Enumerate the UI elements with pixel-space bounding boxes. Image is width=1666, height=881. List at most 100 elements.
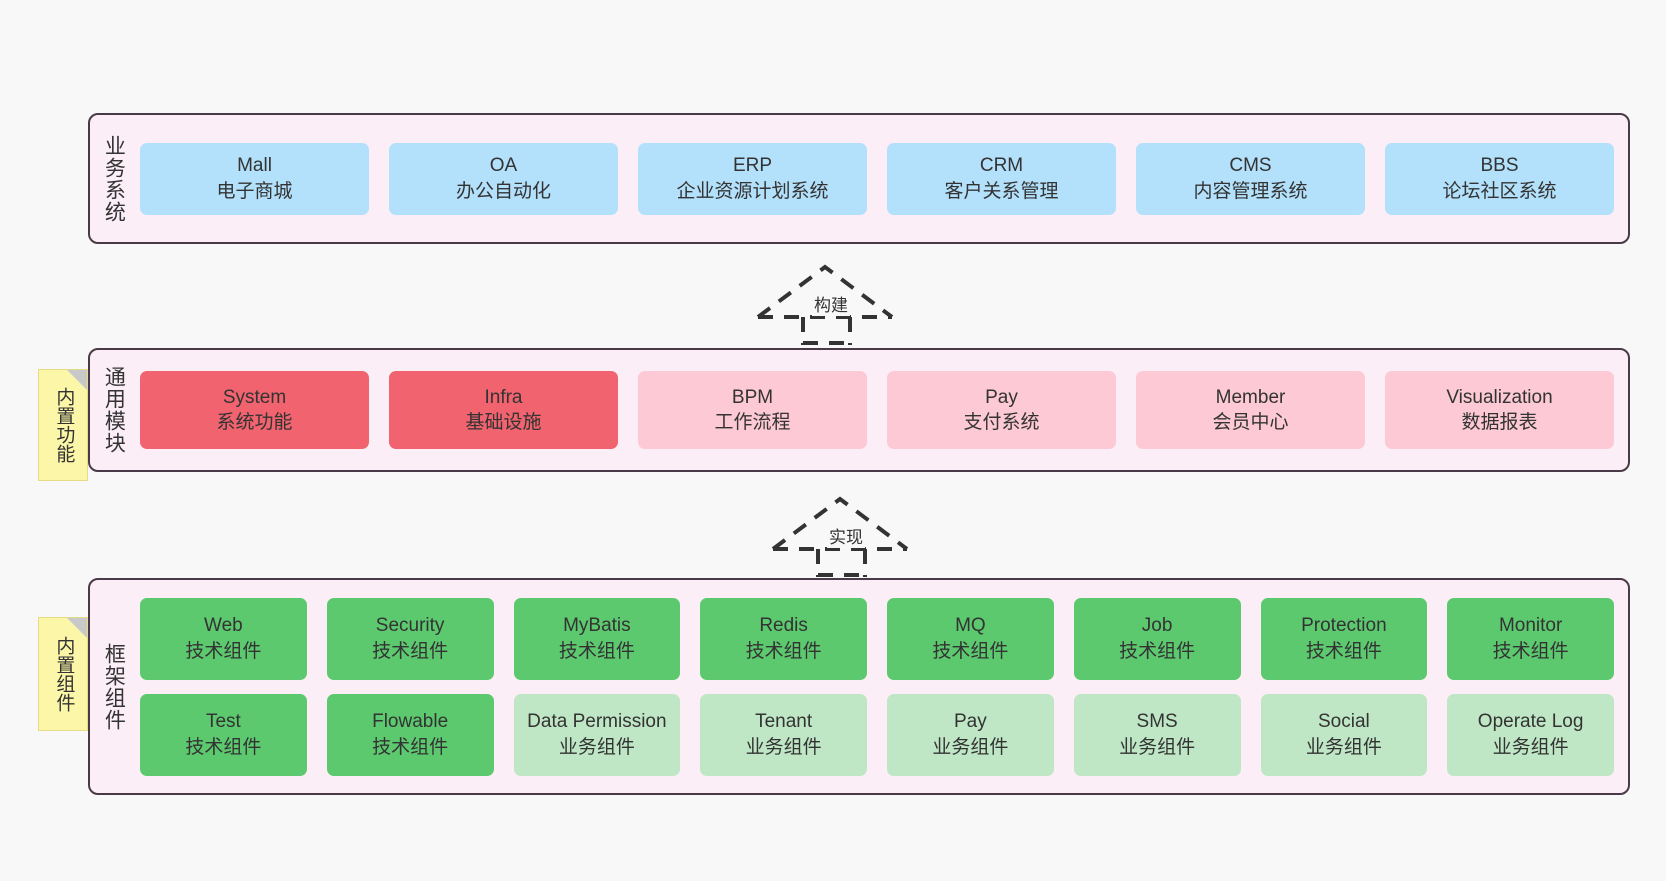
module-card-data-permission[interactable]: Data Permission 业务组件: [513, 693, 681, 776]
module-card-subtitle: 业务组件: [1305, 736, 1382, 758]
module-card-erp[interactable]: ERP 企业资源计划系统: [638, 142, 867, 215]
module-card-bbs[interactable]: BBS 论坛社区系统: [1385, 142, 1614, 215]
module-card-title: Tenant: [755, 711, 813, 733]
module-card-mq[interactable]: MQ 技术组件: [887, 597, 1054, 680]
connector-build: 构建: [750, 255, 910, 345]
module-card-mybatis[interactable]: MyBatis 技术组件: [513, 597, 681, 680]
module-card-title: Pay: [985, 386, 1018, 408]
module-card-subtitle: 企业资源计划系统: [676, 180, 829, 202]
module-card-title: Operate Log: [1477, 711, 1584, 733]
module-card-title: Member: [1215, 386, 1286, 408]
module-card-mall[interactable]: Mall 电子商城: [140, 142, 369, 215]
module-card-subtitle: 技术组件: [1305, 640, 1382, 662]
module-card-monitor[interactable]: Monitor 技术组件: [1447, 597, 1614, 680]
module-card-subtitle: 技术组件: [558, 640, 635, 662]
module-card-subtitle: 业务组件: [558, 736, 635, 758]
module-card-title: ERP: [732, 155, 773, 177]
module-card-subtitle: 系统功能: [216, 412, 293, 433]
module-card-title: MQ: [955, 615, 986, 637]
module-card-pay[interactable]: Pay 支付系统: [887, 371, 1116, 449]
module-card-subtitle: 技术组件: [1492, 640, 1569, 662]
module-card-title: Protection: [1301, 615, 1387, 637]
module-card-subtitle: 技术组件: [185, 736, 262, 758]
module-card-subtitle: 支付系统: [963, 412, 1040, 433]
module-card-tenant[interactable]: Tenant 业务组件: [700, 693, 867, 776]
module-card-subtitle: 论坛社区系统: [1442, 180, 1557, 202]
sticky-note-text: 内置组件: [53, 636, 75, 712]
module-card-subtitle: 工作流程: [714, 412, 791, 433]
connector-implement: 实现: [765, 487, 925, 577]
module-card-subtitle: 技术组件: [1119, 640, 1196, 662]
sticky-note-text: 内置功能: [53, 387, 75, 463]
module-card-protection[interactable]: Protection 技术组件: [1260, 597, 1428, 680]
module-card-title: Monitor: [1498, 615, 1563, 637]
cell-row: Test 技术组件 Flowable 技术组件 Data Permission …: [140, 693, 1614, 776]
module-card-title: OA: [489, 155, 518, 177]
module-card-subtitle: 业务组件: [1119, 736, 1196, 758]
module-card-subtitle: 会员中心: [1212, 412, 1289, 433]
module-card-bpm[interactable]: BPM 工作流程: [638, 371, 867, 449]
module-card-title: Visualization: [1446, 386, 1553, 408]
module-card-sms[interactable]: SMS 业务组件: [1073, 693, 1241, 776]
module-card-subtitle: 技术组件: [185, 640, 262, 662]
module-card-subtitle: 电子商城: [216, 180, 293, 202]
module-card-title: Data Permission: [527, 711, 667, 733]
layer-body-business-systems: Mall 电子商城 OA 办公自动化 ERP 企业资源计划系统 CRM 客户关系…: [136, 115, 1628, 242]
module-card-visualization[interactable]: Visualization 数据报表: [1385, 371, 1614, 449]
module-card-title: Social: [1318, 711, 1370, 733]
module-card-title: Pay: [954, 711, 987, 733]
module-card-title: System: [222, 386, 287, 408]
layer-business-systems: 业务系统 Mall 电子商城 OA 办公自动化 ERP 企业资源计划系统 CRM…: [88, 113, 1630, 244]
sticky-note-builtin-component: 内置组件: [38, 617, 88, 731]
module-card-subtitle: 内容管理系统: [1193, 180, 1308, 202]
cell-row: System 系统功能 Infra 基础设施 BPM 工作流程 Pay 支付系统…: [140, 371, 1614, 449]
layer-title-business-systems: 业务系统: [102, 134, 126, 223]
module-card-test[interactable]: Test 技术组件: [140, 693, 307, 776]
module-card-title: Security: [375, 615, 445, 637]
module-card-title: Flowable: [372, 711, 449, 733]
module-card-infra[interactable]: Infra 基础设施: [389, 371, 618, 449]
module-card-flowable[interactable]: Flowable 技术组件: [326, 693, 494, 776]
layer-body-framework-components: Web 技术组件 Security 技术组件 MyBatis 技术组件 Redi…: [136, 580, 1628, 793]
module-card-cms[interactable]: CMS 内容管理系统: [1136, 142, 1365, 215]
module-card-title: Infra: [484, 386, 523, 408]
module-card-subtitle: 数据报表: [1461, 412, 1538, 433]
connector-label-build: 构建: [812, 291, 850, 316]
module-card-title: Job: [1141, 615, 1173, 637]
module-card-title: CRM: [979, 155, 1024, 177]
module-card-title: Test: [205, 711, 241, 733]
cell-row: Mall 电子商城 OA 办公自动化 ERP 企业资源计划系统 CRM 客户关系…: [140, 142, 1614, 215]
module-card-subtitle: 技术组件: [372, 736, 449, 758]
module-card-subtitle: 业务组件: [932, 736, 1009, 758]
module-card-title: SMS: [1136, 711, 1178, 733]
module-card-title: CMS: [1229, 155, 1272, 177]
module-card-system[interactable]: System 系统功能: [140, 371, 369, 449]
module-card-operate-log[interactable]: Operate Log 业务组件: [1447, 693, 1614, 776]
module-card-subtitle: 业务组件: [745, 736, 822, 758]
module-card-subtitle: 技术组件: [745, 640, 822, 662]
module-card-title: MyBatis: [563, 615, 631, 637]
module-card-title: Web: [204, 615, 243, 637]
module-card-member[interactable]: Member 会员中心: [1136, 371, 1365, 449]
module-card-subtitle: 基础设施: [465, 412, 542, 433]
module-card-title: BPM: [731, 386, 774, 408]
cell-row: Web 技术组件 Security 技术组件 MyBatis 技术组件 Redi…: [140, 597, 1614, 680]
module-card-subtitle: 技术组件: [372, 640, 449, 662]
module-card-pay-business[interactable]: Pay 业务组件: [887, 693, 1054, 776]
realization-triangle-icon: [756, 264, 894, 319]
realization-triangle-icon: [771, 496, 909, 551]
module-card-redis[interactable]: Redis 技术组件: [700, 597, 867, 680]
module-card-web[interactable]: Web 技术组件: [140, 597, 307, 680]
module-card-oa[interactable]: OA 办公自动化: [389, 142, 618, 215]
module-card-title: BBS: [1480, 155, 1519, 177]
module-card-title: Mall: [237, 155, 272, 177]
module-card-subtitle: 客户关系管理: [944, 180, 1059, 202]
module-card-social[interactable]: Social 业务组件: [1260, 693, 1428, 776]
module-card-job[interactable]: Job 技术组件: [1073, 597, 1241, 680]
module-card-title: Redis: [759, 615, 808, 637]
module-card-security[interactable]: Security 技术组件: [326, 597, 494, 680]
layer-body-common-modules: System 系统功能 Infra 基础设施 BPM 工作流程 Pay 支付系统…: [136, 350, 1628, 470]
module-card-crm[interactable]: CRM 客户关系管理: [887, 142, 1116, 215]
module-card-subtitle: 技术组件: [932, 640, 1009, 662]
layer-title-common-modules: 通用模块: [102, 366, 126, 454]
